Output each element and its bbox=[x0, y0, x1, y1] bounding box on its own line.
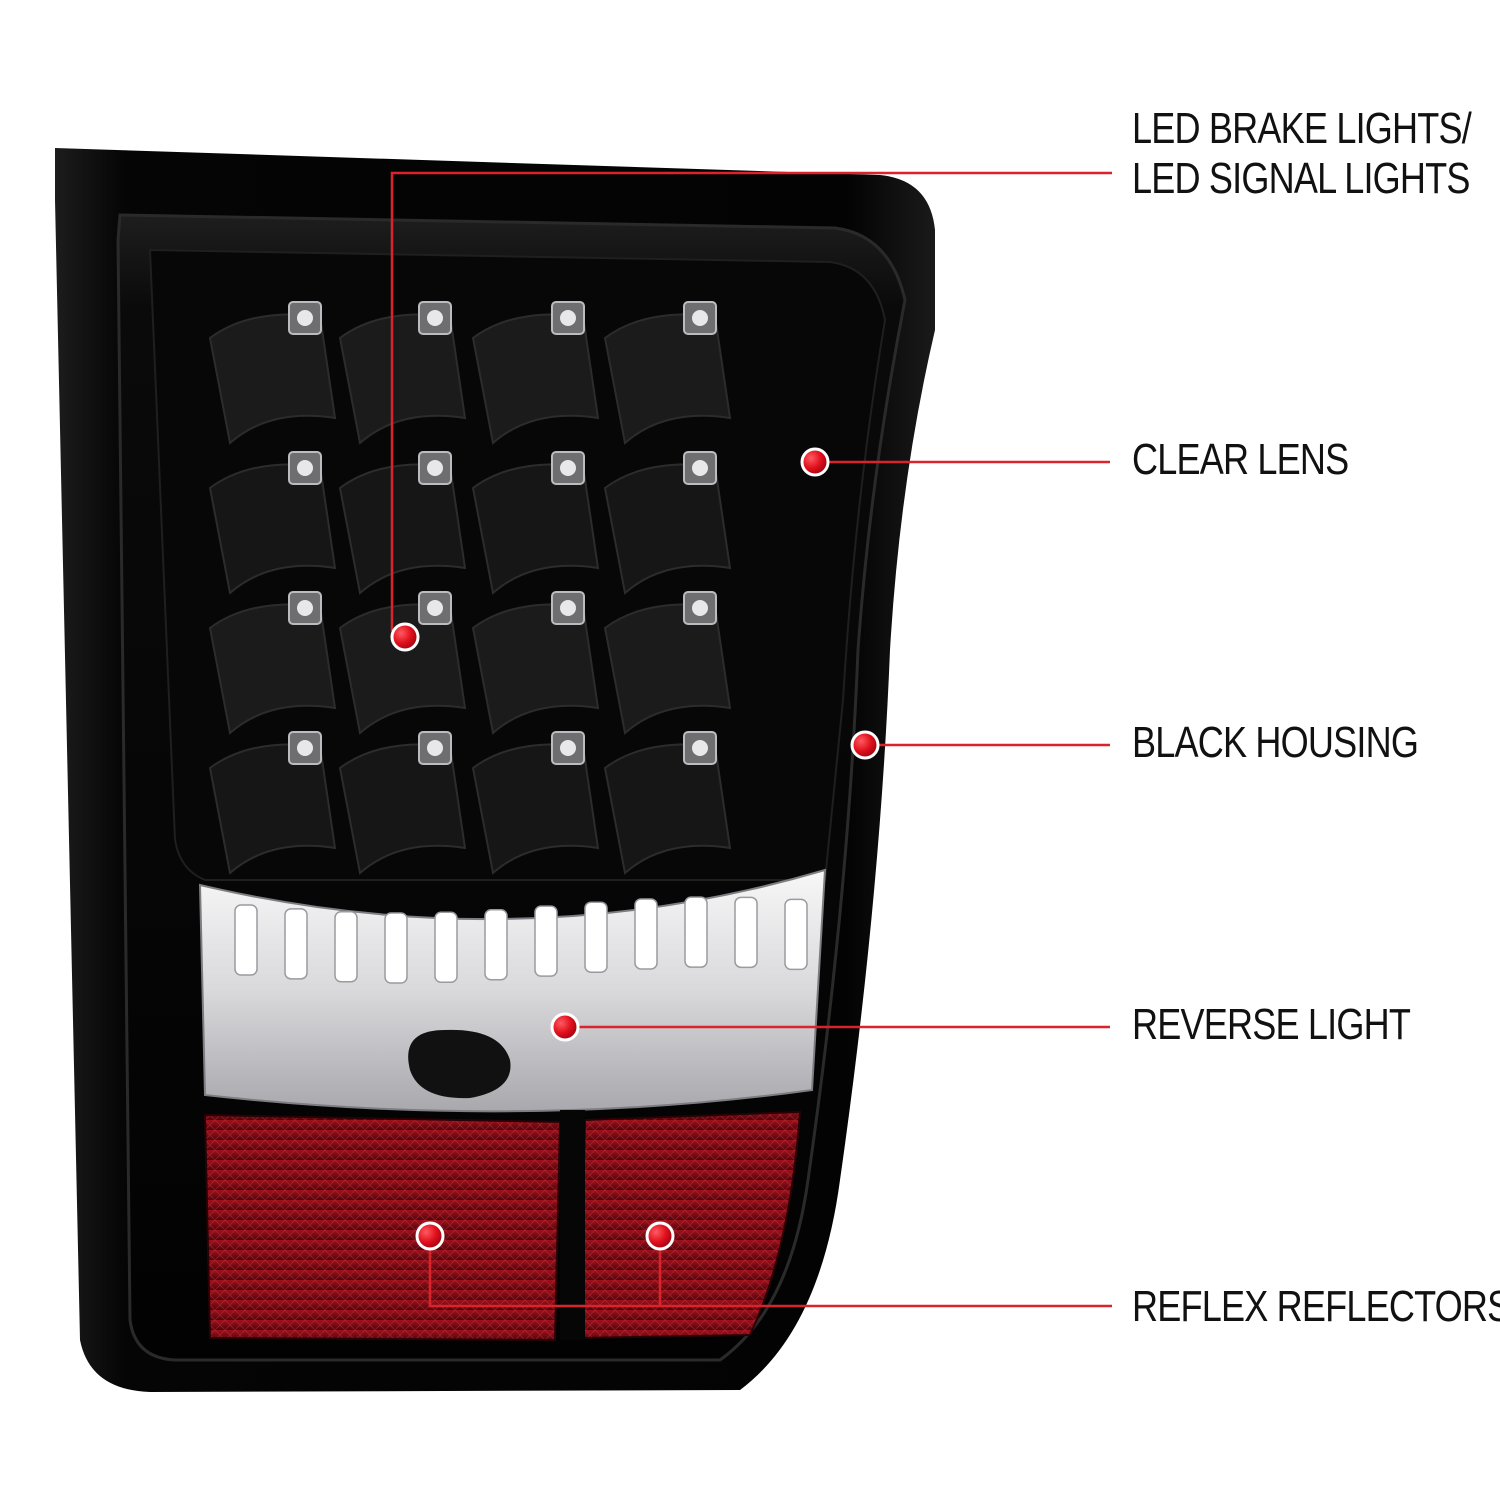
led-lens bbox=[560, 460, 576, 476]
led-reflector-cup bbox=[603, 313, 732, 445]
callout-marker-icon bbox=[390, 622, 420, 652]
led-lens bbox=[692, 310, 708, 326]
led-reflector-cup bbox=[471, 743, 600, 875]
label-black-housing: BLACK HOUSING bbox=[1132, 718, 1419, 767]
led-reflector-cup bbox=[208, 313, 337, 445]
led-lens bbox=[297, 600, 313, 616]
reverse-rib bbox=[784, 898, 808, 971]
leader-reflectors bbox=[428, 1236, 1112, 1308]
led-grid bbox=[208, 301, 732, 875]
callout-marker-icon bbox=[550, 1012, 580, 1042]
reverse-rib bbox=[484, 909, 508, 981]
reflector-divider bbox=[560, 1110, 585, 1340]
led-reflector-cup bbox=[471, 313, 600, 445]
led-lens bbox=[692, 600, 708, 616]
reverse-ribs bbox=[234, 896, 808, 984]
reverse-rib bbox=[434, 911, 458, 984]
label-reverse-light: REVERSE LIGHT bbox=[1132, 1000, 1411, 1049]
reverse-light bbox=[198, 868, 827, 1113]
reflector-right bbox=[578, 1110, 802, 1340]
bulb-socket bbox=[408, 1029, 511, 1099]
led-lens bbox=[560, 740, 576, 756]
led-reflector-cup bbox=[471, 463, 600, 595]
reverse-rib bbox=[634, 898, 658, 970]
led-lens bbox=[297, 740, 313, 756]
led-reflector-cup bbox=[208, 743, 337, 875]
reverse-rib bbox=[334, 910, 358, 983]
led-reflector-cup bbox=[208, 603, 337, 735]
led-lens bbox=[427, 310, 443, 326]
led-lens bbox=[560, 600, 576, 616]
reflector-left bbox=[203, 1113, 562, 1342]
led-reflector-cup bbox=[603, 603, 732, 735]
label-led-lights-line2: LED SIGNAL LIGHTS bbox=[1132, 154, 1470, 203]
callout-marker-icon bbox=[645, 1221, 675, 1251]
reverse-rib bbox=[234, 904, 258, 976]
reverse-rib bbox=[734, 896, 758, 969]
led-reflector-cup bbox=[338, 603, 467, 735]
led-reflector-cup bbox=[208, 463, 337, 595]
led-lens bbox=[427, 460, 443, 476]
led-reflector-cup bbox=[338, 743, 467, 875]
label-clear-lens: CLEAR LENS bbox=[1132, 435, 1349, 484]
led-lens bbox=[297, 460, 313, 476]
callout-marker-icon bbox=[800, 447, 830, 477]
led-lens bbox=[692, 740, 708, 756]
reverse-rib bbox=[284, 908, 308, 980]
callout-markers bbox=[390, 447, 880, 1251]
callout-marker-icon bbox=[415, 1221, 445, 1251]
reverse-rib bbox=[384, 912, 408, 984]
led-lens bbox=[297, 310, 313, 326]
led-lens bbox=[427, 600, 443, 616]
label-led-lights: LED BRAKE LIGHTS/ LED SIGNAL LIGHTS bbox=[1132, 104, 1472, 204]
label-reflex-reflectors: REFLEX REFLECTORS bbox=[1132, 1282, 1500, 1331]
callout-marker-icon bbox=[850, 730, 880, 760]
led-lens bbox=[427, 740, 443, 756]
reverse-rib bbox=[684, 896, 708, 968]
led-lens bbox=[560, 310, 576, 326]
led-reflector-cup bbox=[471, 603, 600, 735]
reverse-rib bbox=[584, 901, 608, 973]
reflex-reflectors bbox=[203, 1110, 802, 1342]
led-lens bbox=[692, 460, 708, 476]
reverse-rib bbox=[534, 905, 558, 977]
led-reflector-cup bbox=[338, 313, 467, 445]
label-led-lights-line1: LED BRAKE LIGHTS/ bbox=[1132, 104, 1472, 153]
led-reflector-cup bbox=[603, 743, 732, 875]
led-reflector-cup bbox=[603, 463, 732, 595]
led-reflector-cup bbox=[338, 463, 467, 595]
